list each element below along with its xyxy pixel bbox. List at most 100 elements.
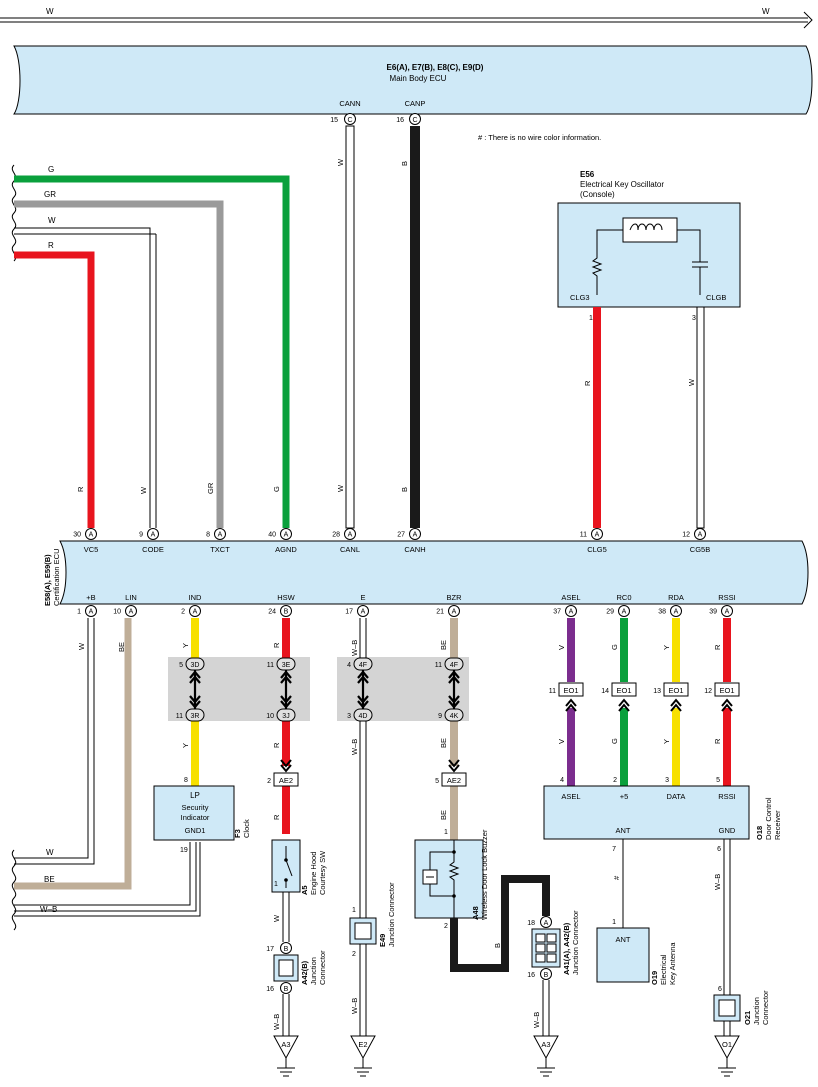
rda-wire-label: Y — [662, 645, 671, 650]
plusb-wire-label: W — [77, 642, 86, 650]
cert-bot-pin-e: A17 — [345, 605, 369, 617]
cert-bot-pin-bzr-num: 21 — [436, 609, 444, 616]
cert-bot-label-hsw: HSW — [277, 593, 295, 602]
hsw-circuit: R R R 2 1 A5 Engine Hood Courtesy SW W B… — [266, 618, 327, 1036]
receiver-gnd-num: 6 — [717, 846, 721, 853]
main-ecu-pin-canp: CANP — [405, 99, 426, 108]
oscillator-sub: (Console) — [580, 190, 615, 199]
cert-top-pin-clg5-conn: A — [595, 532, 600, 539]
canp-conn: C — [412, 117, 417, 124]
asel-wire-label: V — [557, 645, 566, 650]
cert-top-pin-code-num: 9 — [139, 532, 143, 539]
clock-name1: Security — [181, 803, 208, 812]
a42-conn-top: B — [284, 946, 289, 953]
cert-bot-pin-ind-conn: A — [193, 609, 198, 616]
cert-bot-pin-rc0-conn: A — [622, 609, 627, 616]
cert-top-pin-cg5b-num: 12 — [682, 532, 690, 539]
top-w-wire: W W — [0, 7, 813, 29]
cert-top-label-code: CODE — [142, 545, 164, 554]
ground-o1-3: O1 — [714, 1035, 740, 1077]
main-ecu-codes: E6(A), E7(B), E8(C), E9(D) — [387, 63, 484, 72]
a41-pin-bot: 16 — [527, 972, 535, 979]
ground-a3-2: A3 — [533, 1035, 559, 1077]
code-wire-label: W — [139, 486, 148, 494]
cert-top-pin-agnd-conn: A — [284, 532, 289, 539]
bzr-wire-label-ae2: BE — [439, 810, 448, 820]
cert-ecu-top-pins: A30VC5A9CODEA8TXCTA40AGNDA28CANLA27CANHA… — [73, 528, 710, 554]
hood-sw-desc2: Courtesy SW — [318, 850, 327, 895]
canp-wire-label: B — [400, 161, 409, 166]
cert-top-pin-code: A9 — [139, 528, 159, 540]
oscillator-pin-clg3: CLG3 — [570, 293, 590, 302]
receiver-pin-plus5: +5 — [620, 792, 629, 801]
buzzer-code: A48 — [471, 906, 480, 920]
a42-pin-bot: 16 — [266, 986, 274, 993]
cert-bot-pin-rda: A38 — [658, 605, 682, 617]
clock-pin-top: 8 — [184, 777, 188, 784]
left-wire-g-label: G — [48, 165, 54, 174]
cert-bot-label-asel: ASEL — [561, 593, 580, 602]
a41-desc: Junction Connector — [571, 910, 580, 975]
receiver-gnd-wire: W–B — [713, 874, 722, 890]
receiver-pin-data: DATA — [667, 792, 686, 801]
junction-bot-num: 11 — [176, 713, 183, 720]
receiver-wires: V G Y R V G Y R — [557, 618, 731, 786]
cert-bot-pin-ind-num: 2 — [181, 609, 185, 616]
a41-conn-bot: B — [544, 972, 549, 979]
hood-sw-desc1: Engine Hood — [309, 852, 318, 895]
agnd-wire-label: G — [272, 486, 281, 492]
eo1-connector-12: EO1 12 — [704, 682, 740, 712]
ind-circuit: Y Y 8 LP Security Indicator GND1 19 F3 C… — [153, 618, 251, 854]
clock-name2: Indicator — [181, 813, 210, 822]
antenna-label: ANT — [616, 935, 631, 944]
cert-bot-label-lin: LIN — [125, 593, 137, 602]
hood-sw-wire: W — [272, 914, 281, 922]
cert-bot-pin-plusb-num: 1 — [77, 609, 81, 616]
canl-wire-label: W — [336, 484, 345, 492]
junction-top-label: 4F — [359, 662, 367, 669]
cert-bot-pin-rssi-num: 39 — [709, 609, 717, 616]
e-wire-label: W–B — [350, 640, 359, 656]
can-wires: C 15 C 16 W B W B — [330, 113, 421, 529]
cert-top-pin-canl-conn: A — [348, 532, 353, 539]
receiver-ant: ANT — [616, 826, 631, 835]
receiver-num-5: 5 — [716, 777, 720, 784]
oscillator-pin-1: 1 — [589, 315, 593, 322]
cert-top-label-cg5b: CG5B — [690, 545, 710, 554]
eo1-num: 12 — [704, 688, 712, 695]
ae2-label: AE2 — [447, 776, 461, 785]
cert-bot-pin-e-num: 17 — [345, 609, 353, 616]
cert-top-label-vc5: VC5 — [84, 545, 99, 554]
cert-bot-pin-lin-num: 10 — [113, 609, 121, 616]
cert-bot-pin-plusb-conn: A — [89, 609, 94, 616]
oscillator-pin-clgb: CLGB — [706, 293, 726, 302]
cert-bot-pin-asel: A37 — [553, 605, 577, 617]
cert-top-pin-txct-num: 8 — [206, 532, 210, 539]
ground-label: O1 — [722, 1040, 732, 1049]
left-wire-r-label: R — [48, 241, 54, 250]
antenna-desc1: Electrical — [659, 954, 668, 985]
cert-top-pin-cg5b: A12 — [682, 528, 706, 540]
asel-wire-label-lower: V — [557, 739, 566, 744]
e49-wire: W–B — [350, 998, 359, 1014]
cert-bot-label-ind: IND — [189, 593, 203, 602]
antenna-num: 1 — [612, 919, 616, 926]
antenna-code: O19 — [650, 971, 659, 985]
e49-pin-top: 1 — [352, 907, 356, 914]
cert-top-pin-clg5-num: 11 — [580, 532, 587, 539]
rc0-wire-label: G — [610, 644, 619, 650]
cert-bot-pin-bzr: A21 — [436, 605, 460, 617]
cert-top-pin-txct-conn: A — [218, 532, 223, 539]
left-lower-wires: W BE W BE W–B — [11, 618, 201, 931]
eo1-label: EO1 — [719, 686, 734, 695]
bottom-left-w-label: W — [46, 848, 54, 857]
